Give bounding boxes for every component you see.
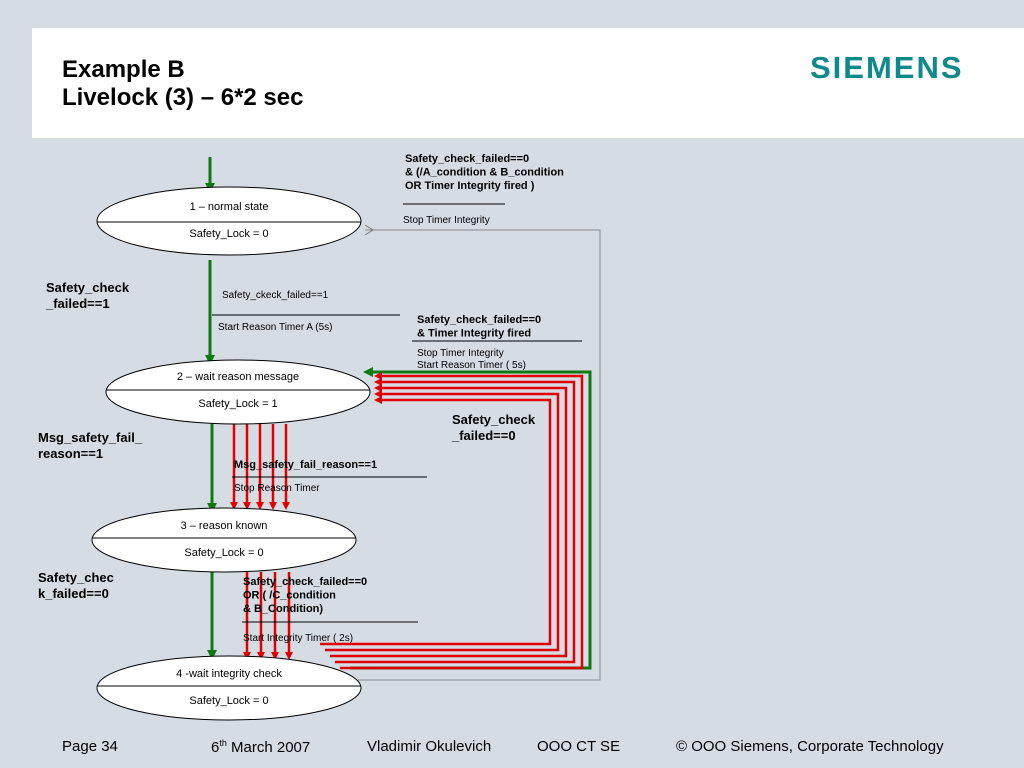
text-line: k_failed==0 (38, 586, 109, 601)
text-line: & (/A_condition & B_condition (405, 166, 564, 178)
text-line: Safety_check (452, 412, 536, 427)
state-4-value: Safety_Lock = 0 (189, 695, 268, 707)
state-1: 1 – normal state Safety_Lock = 0 (96, 186, 362, 256)
text-line: Msg_safety_fail_reason==1 (234, 459, 377, 471)
state-1-value: Safety_Lock = 0 (189, 228, 268, 240)
state-3-name: 3 – reason known (181, 520, 268, 532)
text-line: Start Reason Timer ( 5s) (417, 360, 526, 371)
t-4-2-guard: Safety_check_failed==0& Timer Integrity … (417, 314, 541, 339)
title-line-1: Example B (62, 56, 185, 83)
text-line: Safety_check_failed==0 (405, 153, 529, 165)
text-line: Start Integrity Timer ( 2s) (243, 633, 353, 644)
text-line: OR Timer Integrity fired ) (405, 180, 535, 192)
title-line-2: Livelock (3) – 6*2 sec (62, 84, 304, 111)
footer-date: 6th March 2007 (211, 738, 310, 760)
slide-header: Example B Livelock (3) – 6*2 sec SIEMENS (32, 28, 1024, 138)
state-4-name: 4 -wait integrity check (176, 668, 282, 680)
state-3-value: Safety_Lock = 0 (184, 547, 263, 559)
t-2-3-guard: Msg_safety_fail_reason==1 (234, 459, 377, 471)
footer-copyright: © OOO Siemens, Corporate Technology (676, 738, 944, 755)
text-line: Safety_check_failed==0 (417, 314, 541, 326)
t-top-action: Stop Timer Integrity (403, 215, 490, 226)
text-line: Safety_check_failed==0 (243, 576, 367, 588)
state-2-value: Safety_Lock = 1 (198, 398, 277, 410)
text-line: Msg_safety_fail_ (38, 430, 143, 445)
cond-1-to-2: Safety_check_failed==1 (45, 280, 130, 311)
text-line: reason==1 (38, 446, 103, 461)
footer-dept: OOO CT SE (537, 738, 621, 755)
text-line: Safety_ckeck_failed==1 (222, 290, 329, 301)
t-top-guard: Safety_check_failed==0& (/A_condition & … (405, 153, 564, 192)
slide-title: Example B Livelock (3) – 6*2 sec (62, 56, 303, 112)
state-2: 2 – wait reason message Safety_Lock = 1 (105, 359, 371, 425)
siemens-logo: SIEMENS (810, 50, 964, 85)
text-line: Stop Timer Integrity (403, 215, 490, 226)
footer-date-day: 6 (211, 739, 220, 756)
text-line: Safety_chec (38, 570, 114, 585)
t-1-2-action: Start Reason Timer A (5s) (218, 322, 333, 333)
return-line-4-to-1 (358, 230, 601, 681)
text-line: Start Reason Timer A (5s) (218, 322, 333, 333)
text-line: & B_Condition) (243, 603, 323, 615)
text-line: Safety_check (46, 280, 130, 295)
footer-author: Vladimir Okulevich (367, 738, 492, 755)
t-3-4-action: Start Integrity Timer ( 2s) (243, 633, 353, 644)
state-2-name: 2 – wait reason message (177, 371, 299, 383)
text-line: Stop Reason Timer (234, 483, 320, 494)
text-line: _failed==0 (451, 428, 516, 443)
red-arrows-2-to-3 (230, 424, 290, 510)
state-4: 4 -wait integrity check Safety_Lock = 0 (96, 655, 362, 721)
text-line: & Timer Integrity fired (417, 327, 531, 339)
text-line: OR ( /C_condition (243, 589, 336, 601)
footer-date-suffix: th (219, 738, 227, 748)
cond-back-to-2: Safety_check_failed==0 (451, 412, 536, 443)
t-2-3-action: Stop Reason Timer (234, 483, 320, 494)
footer-date-rest: March 2007 (226, 739, 311, 756)
t-1-2-guard: Safety_ckeck_failed==1 (222, 290, 329, 301)
red-loop-lines (320, 372, 584, 670)
text-line: Stop Timer Integrity (417, 348, 504, 359)
footer-page: Page 34 (62, 738, 118, 755)
red-arrows-3-to-4 (243, 572, 293, 660)
state-1-name: 1 – normal state (190, 201, 269, 213)
state-3: 3 – reason known Safety_Lock = 0 (91, 507, 357, 573)
cond-2-to-3: Msg_safety_fail_reason==1 (38, 430, 143, 461)
text-line: _failed==1 (45, 296, 110, 311)
